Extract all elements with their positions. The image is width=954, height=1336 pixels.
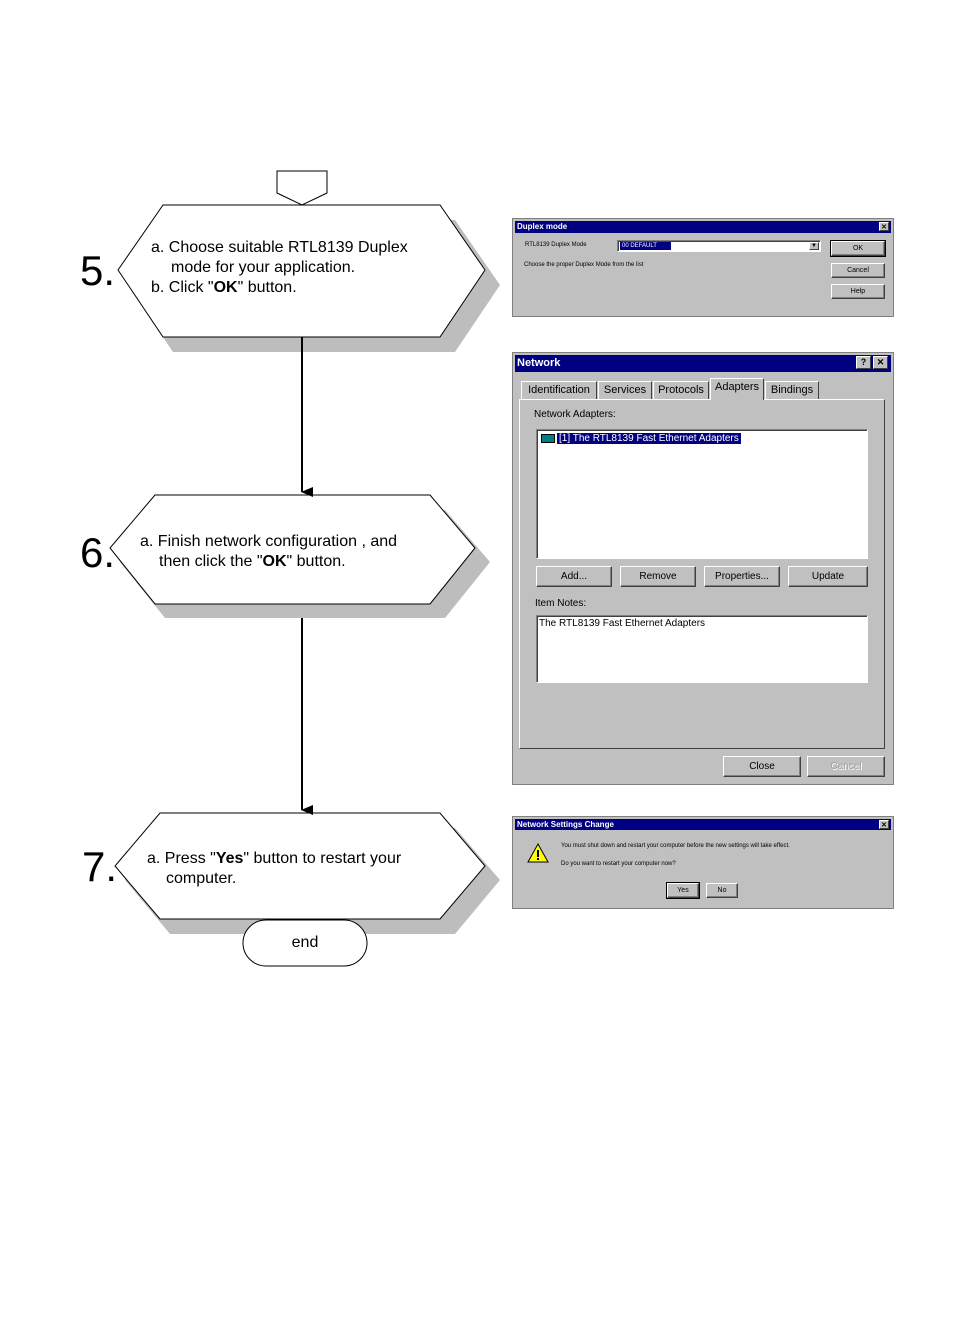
duplex-cancel-button[interactable]: Cancel [831, 263, 885, 278]
offpage-connector [276, 170, 328, 206]
remove-button[interactable]: Remove [620, 566, 696, 587]
step-5-line-2: mode for your application. [171, 259, 356, 276]
step-5-line-3: b. Click "OK" button. [151, 279, 297, 296]
yes-button[interactable]: Yes [666, 882, 700, 899]
duplex-field-label: RTL8139 Duplex Mode [525, 242, 587, 248]
network-card-icon [541, 434, 555, 443]
duplex-close-button[interactable]: ✕ [879, 222, 889, 231]
adapters-label: Network Adapters: [534, 409, 616, 420]
no-button[interactable]: No [706, 883, 738, 898]
duplex-hint: Choose the proper Duplex Mode from the l… [524, 262, 644, 268]
step-5-text: a. Choose suitable RTL8139 Duplex mode f… [151, 238, 408, 298]
network-title: Network [517, 357, 561, 369]
step-7-text: a. Press "Yes" button to restart your co… [147, 849, 401, 889]
network-titlebar: Network ? ✕ [515, 355, 891, 372]
end-terminator [242, 919, 368, 967]
end-label: end [291, 934, 319, 951]
add-button[interactable]: Add... [536, 566, 612, 587]
step-7-line-2: computer. [166, 870, 237, 887]
tab-services[interactable]: Services [598, 381, 652, 399]
chevron-down-icon[interactable]: ▼ [809, 242, 819, 250]
tab-adapters[interactable]: Adapters [710, 378, 764, 400]
adapters-list[interactable]: [1] The RTL8139 Fast Ethernet Adapters [536, 429, 868, 559]
list-item[interactable]: [1] The RTL8139 Fast Ethernet Adapters [541, 433, 741, 444]
close-button[interactable]: Close [723, 756, 801, 777]
restart-dialog: Network Settings Change ✕ You must shut … [512, 816, 894, 909]
step-5-shape [117, 204, 486, 338]
step-7-line-1: a. Press "Yes" button to restart your [147, 850, 402, 867]
warning-icon [527, 843, 549, 863]
cancel-button[interactable]: Cancel [807, 756, 885, 777]
item-notes-label: Item Notes: [535, 598, 587, 609]
update-button[interactable]: Update [788, 566, 868, 587]
network-dialog: Network ? ✕ Identification Services Prot… [512, 352, 894, 785]
step-5-line-1: a. Choose suitable RTL8139 Duplex [151, 239, 408, 256]
step-6-text: a. Finish network configuration , and th… [140, 532, 397, 572]
properties-button[interactable]: Properties... [704, 566, 780, 587]
tab-bindings[interactable]: Bindings [765, 381, 819, 399]
duplex-mode-value: 00 DEFAULT [620, 242, 671, 250]
step-7-number: 7. [82, 843, 118, 890]
restart-question: Do you want to restart your computer now… [561, 861, 676, 867]
help-icon[interactable]: ? [856, 356, 871, 369]
duplex-mode-select[interactable]: 00 DEFAULT ▼ [617, 240, 821, 252]
restart-close-button[interactable]: ✕ [879, 820, 889, 829]
restart-message: You must shut down and restart your comp… [561, 843, 790, 849]
close-icon[interactable]: ✕ [873, 356, 888, 369]
item-notes-text: The RTL8139 Fast Ethernet Adapters [539, 618, 706, 629]
step-7-shape [114, 812, 486, 920]
step-6-line-2: then click the "OK" button. [159, 553, 346, 570]
step-6-shape [109, 494, 476, 605]
duplex-dialog: Duplex mode ✕ RTL8139 Duplex Mode 00 DEF… [512, 218, 894, 317]
step-5-number: 5. [80, 247, 116, 294]
step-6-line-1: a. Finish network configuration , and [140, 533, 398, 550]
duplex-help-button[interactable]: Help [831, 284, 885, 299]
tab-identification[interactable]: Identification [521, 381, 597, 399]
adapter-item-label: [1] The RTL8139 Fast Ethernet Adapters [557, 433, 741, 444]
duplex-titlebar: Duplex mode ✕ [515, 221, 891, 233]
restart-title: Network Settings Change [517, 820, 614, 829]
duplex-title: Duplex mode [517, 222, 568, 231]
step-6-number: 6. [80, 529, 116, 576]
restart-titlebar: Network Settings Change ✕ [515, 819, 891, 830]
tab-protocols[interactable]: Protocols [653, 381, 709, 399]
duplex-ok-button[interactable]: OK [830, 240, 886, 257]
adapters-panel: Network Adapters: [1] The RTL8139 Fast E… [519, 399, 885, 749]
item-notes-box: The RTL8139 Fast Ethernet Adapters [536, 615, 868, 683]
